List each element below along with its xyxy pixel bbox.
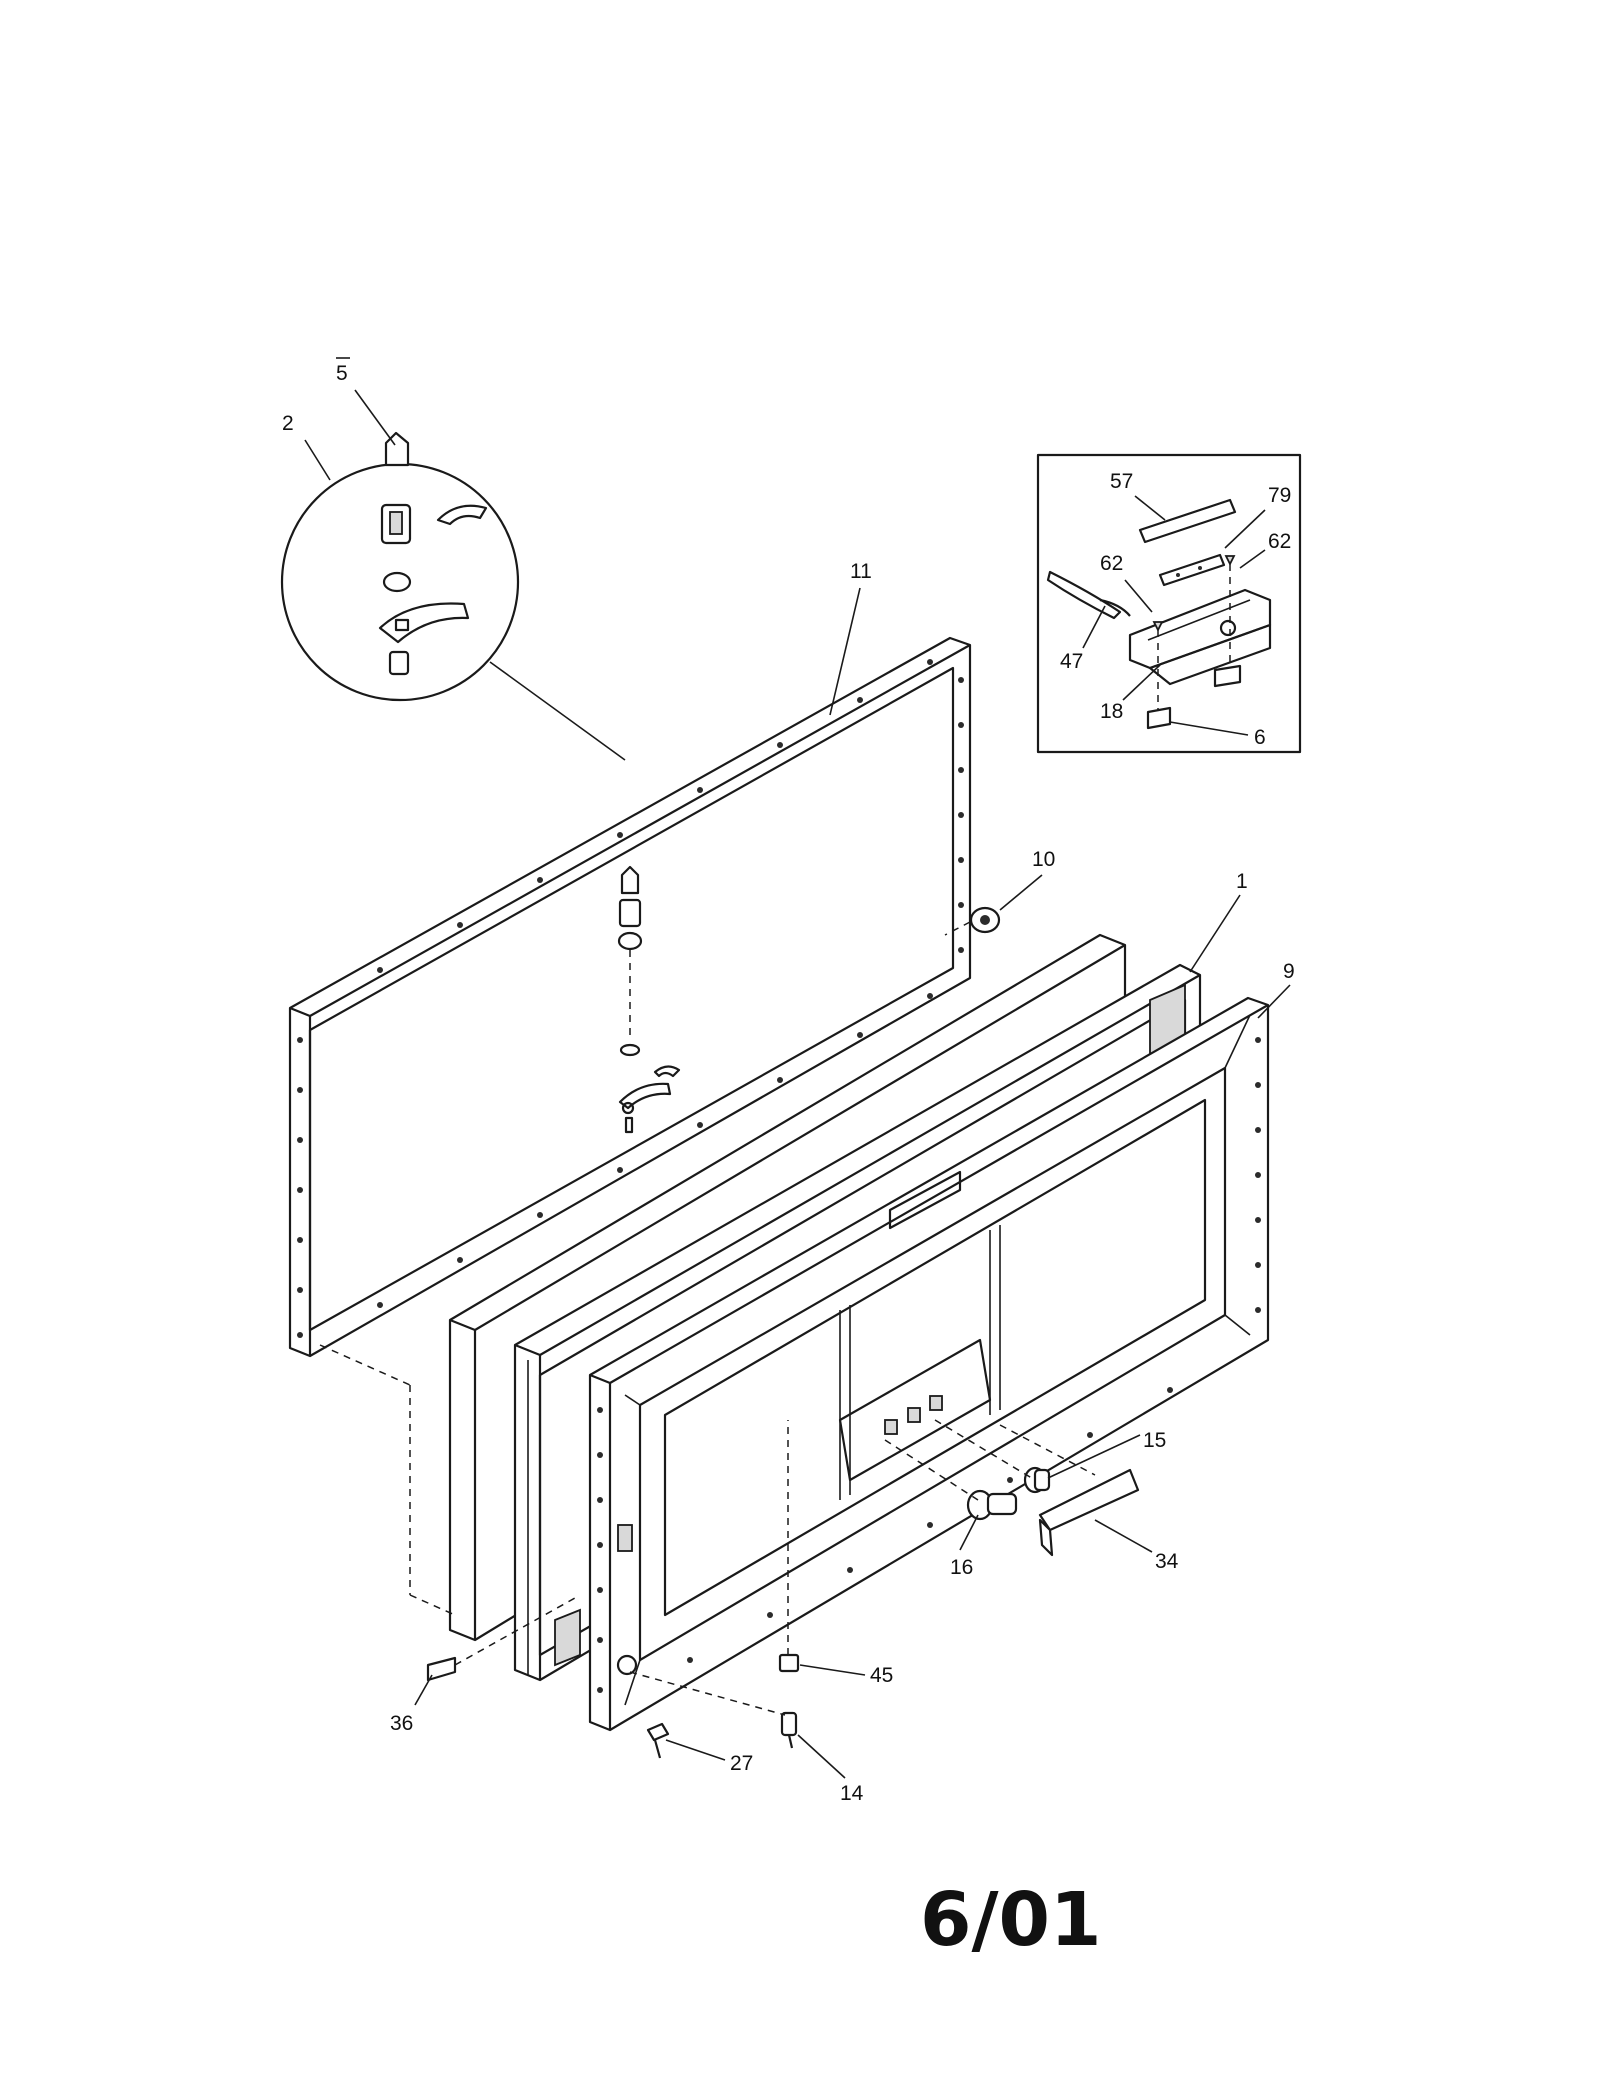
callout-9: 9 (1283, 960, 1295, 983)
lock-assembly-small (617, 865, 681, 1134)
callout-27: 27 (730, 1752, 753, 1775)
door-screw-holes (597, 1037, 1261, 1693)
grommet-part-10 (944, 906, 1001, 936)
callout-57: 57 (1110, 470, 1133, 493)
callout-6: 6 (1254, 726, 1266, 749)
callout-10: 10 (1032, 848, 1055, 871)
callout-47: 47 (1060, 650, 1083, 673)
gasket-frame-part-11 (288, 636, 972, 1358)
gasket-screw-holes (297, 659, 964, 1338)
callout-5: 5 (336, 362, 348, 385)
callout-62-left: 62 (1100, 552, 1123, 575)
callout-2: 2 (282, 412, 294, 435)
callout-62-right: 62 (1268, 530, 1291, 553)
callout-79: 79 (1268, 484, 1291, 507)
handle-detail-box (1036, 453, 1302, 754)
callout-36: 36 (390, 1712, 413, 1735)
callout-45: 45 (870, 1664, 893, 1687)
callout-18: 18 (1100, 700, 1123, 723)
callout-labels: 5 2 11 10 1 9 57 79 62 62 47 18 6 15 16 … (282, 357, 1295, 1805)
callout-11: 11 (850, 560, 872, 583)
callout-14: 14 (840, 1782, 864, 1805)
date-code: 6/01 (920, 1877, 1102, 1963)
callout-15: 15 (1143, 1429, 1166, 1452)
control-housing (838, 1338, 992, 1482)
callout-16: 16 (950, 1556, 973, 1579)
hinge-parts (319, 1344, 800, 1759)
outer-door-part-9 (588, 996, 1270, 1732)
handle-parts (884, 1419, 1140, 1557)
lock-detail-magnifier (280, 431, 626, 761)
callout-leaders (304, 389, 1291, 1779)
callout-34: 34 (1155, 1550, 1179, 1573)
callout-1: 1 (1236, 870, 1248, 893)
